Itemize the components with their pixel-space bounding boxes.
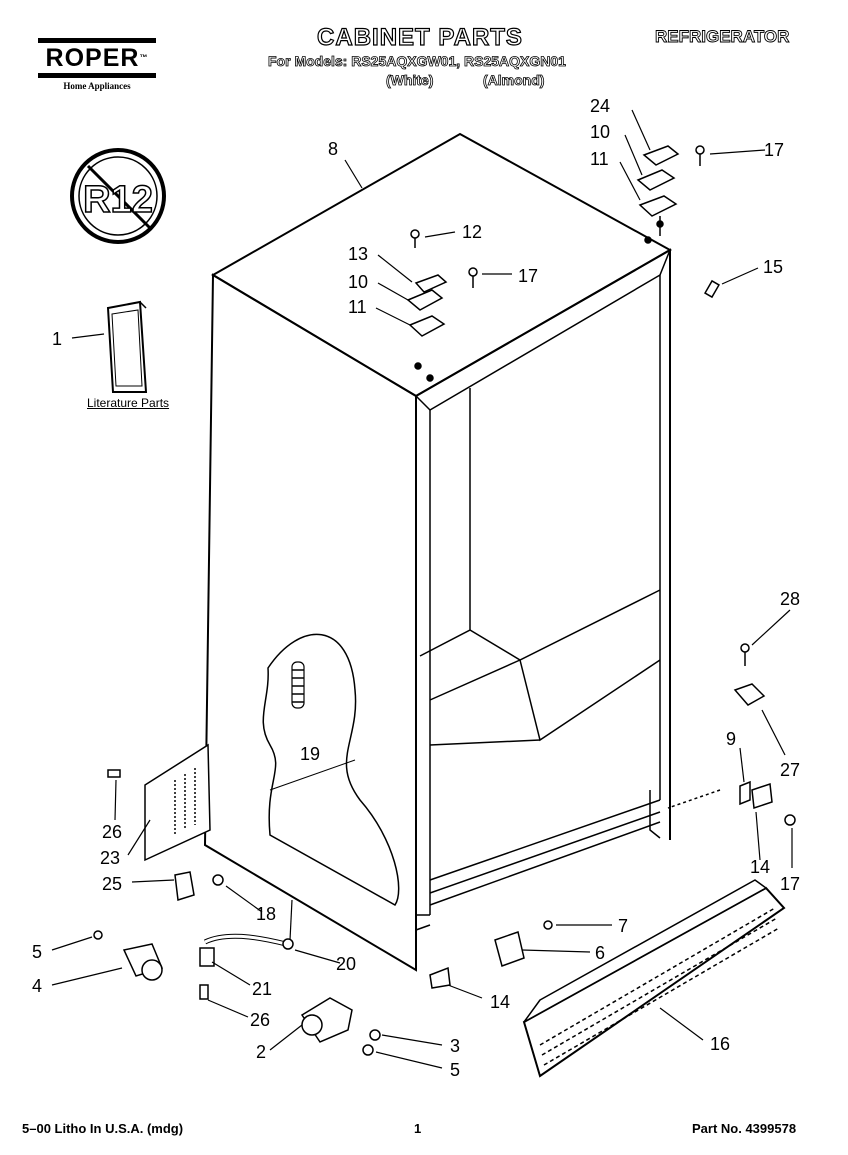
callout-25: 25 [102,874,122,894]
center-top-hinge-parts [406,229,478,382]
roper-logo: ROPER™ Home Appliances [38,38,156,91]
bottom-left-parts [93,871,381,1056]
callout-27: 27 [780,760,800,780]
product-type: REFRIGERATOR [655,27,790,47]
callout-11a: 11 [590,149,609,169]
rear-access-panel [107,743,211,862]
callout-21: 21 [252,979,272,999]
callout-17a: 17 [764,140,784,160]
callout-8: 8 [328,139,338,159]
literature-booklet [106,300,148,393]
callout-26a: 26 [102,822,122,842]
callout-4: 4 [32,976,42,996]
page-number: 1 [414,1121,422,1136]
literature-parts-label: Literature Parts [87,396,170,410]
leader-lines [51,109,793,1069]
callout-14a: 14 [750,857,770,877]
cabinet-body [203,132,673,972]
callout-19: 19 [300,744,320,764]
callout-5b: 5 [450,1060,460,1080]
callout-1: 1 [52,329,62,349]
callout-18: 18 [256,904,276,924]
callout-15: 15 [763,257,783,277]
callout-7: 7 [618,916,628,936]
diagram-title: CABINET PARTS [316,23,523,51]
callout-3: 3 [450,1036,460,1056]
callout-14b: 14 [490,992,510,1012]
spring-part-19 [291,661,305,709]
callout-23: 23 [100,848,120,868]
callout-9: 9 [726,729,736,749]
toe-grille [522,879,786,1078]
callout-11b: 11 [348,297,367,317]
callout-13: 13 [348,244,368,264]
callout-2: 2 [256,1042,266,1062]
brand-name: ROPER [45,44,140,72]
callout-26b: 26 [250,1010,270,1030]
callout-6: 6 [595,943,605,963]
part-number: Part No. 4399578 [692,1121,797,1136]
print-info: 5–00 Litho In U.S.A. (mdg) [22,1121,184,1136]
color-white: (White) [386,72,434,89]
callout-10b: 10 [348,272,368,292]
callout-10a: 10 [590,122,610,142]
callout-28: 28 [780,589,800,609]
callout-17c: 17 [780,874,800,894]
trademark-mark: ™ [139,53,149,62]
no-r12-refrigerant-icon: R12 [70,148,166,244]
bottom-right-parts [429,643,796,989]
right-top-hinge-parts [636,145,720,299]
callout-17b: 17 [518,266,538,286]
callout-5a: 5 [32,942,42,962]
r12-badge-text: R12 [83,179,153,221]
callout-12: 12 [462,222,482,242]
callout-16: 16 [710,1034,730,1054]
callout-20: 20 [336,954,356,974]
callout-numbers: 1 2 3 4 5 5 6 7 8 9 10 10 11 11 12 13 14… [32,96,800,1080]
callout-24: 24 [590,96,610,116]
color-almond: (Almond) [483,72,545,89]
brand-subtitle: Home Appliances [63,81,131,91]
model-numbers: For Models: RS25AQXGW01, RS25AQXGN01 [268,53,567,70]
